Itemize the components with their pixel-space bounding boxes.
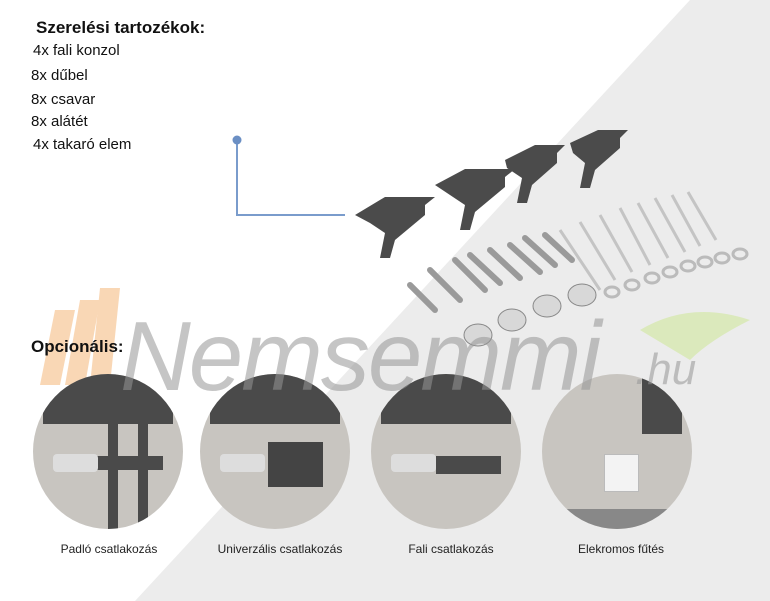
option-label: Univerzális csatlakozás: [217, 542, 343, 556]
accessory-item: 4x takaró elem: [33, 136, 132, 153]
bracket: [505, 145, 565, 203]
wall-brackets: [355, 130, 628, 258]
accessories-title: Szerelési tartozékok:: [36, 18, 206, 37]
accessory-item: 8x alátét: [31, 113, 88, 130]
connector-dot: [232, 135, 242, 145]
accessory-item: 8x dűbel: [31, 67, 88, 84]
option-label: Fali csatlakozás: [408, 542, 494, 556]
logo-leaf: [640, 312, 750, 360]
watermark-text: Nemsemmi: [120, 301, 601, 411]
option-label: Padló csatlakozás: [60, 542, 158, 556]
dowels: [407, 232, 575, 313]
floor-connection-image: [33, 374, 183, 529]
bracket: [355, 197, 435, 258]
cover-caps: [463, 283, 597, 347]
accessory-item: 8x csavar: [31, 91, 96, 108]
bracket: [435, 169, 515, 230]
logo-bars: [40, 288, 120, 385]
universal-connection-image: [200, 374, 350, 529]
optional-title: Opcionális:: [31, 337, 124, 356]
connector-line: [236, 140, 345, 216]
wall-connection-image: [371, 374, 521, 529]
watermark-suffix: .hu: [635, 345, 697, 394]
washers: [603, 247, 749, 299]
electric-heating-image: [542, 374, 692, 529]
screws: [558, 191, 718, 291]
bracket: [570, 130, 628, 188]
option-label: Elekromos fűtés: [577, 542, 665, 556]
accessory-item: 4x fali konzol: [33, 42, 120, 59]
